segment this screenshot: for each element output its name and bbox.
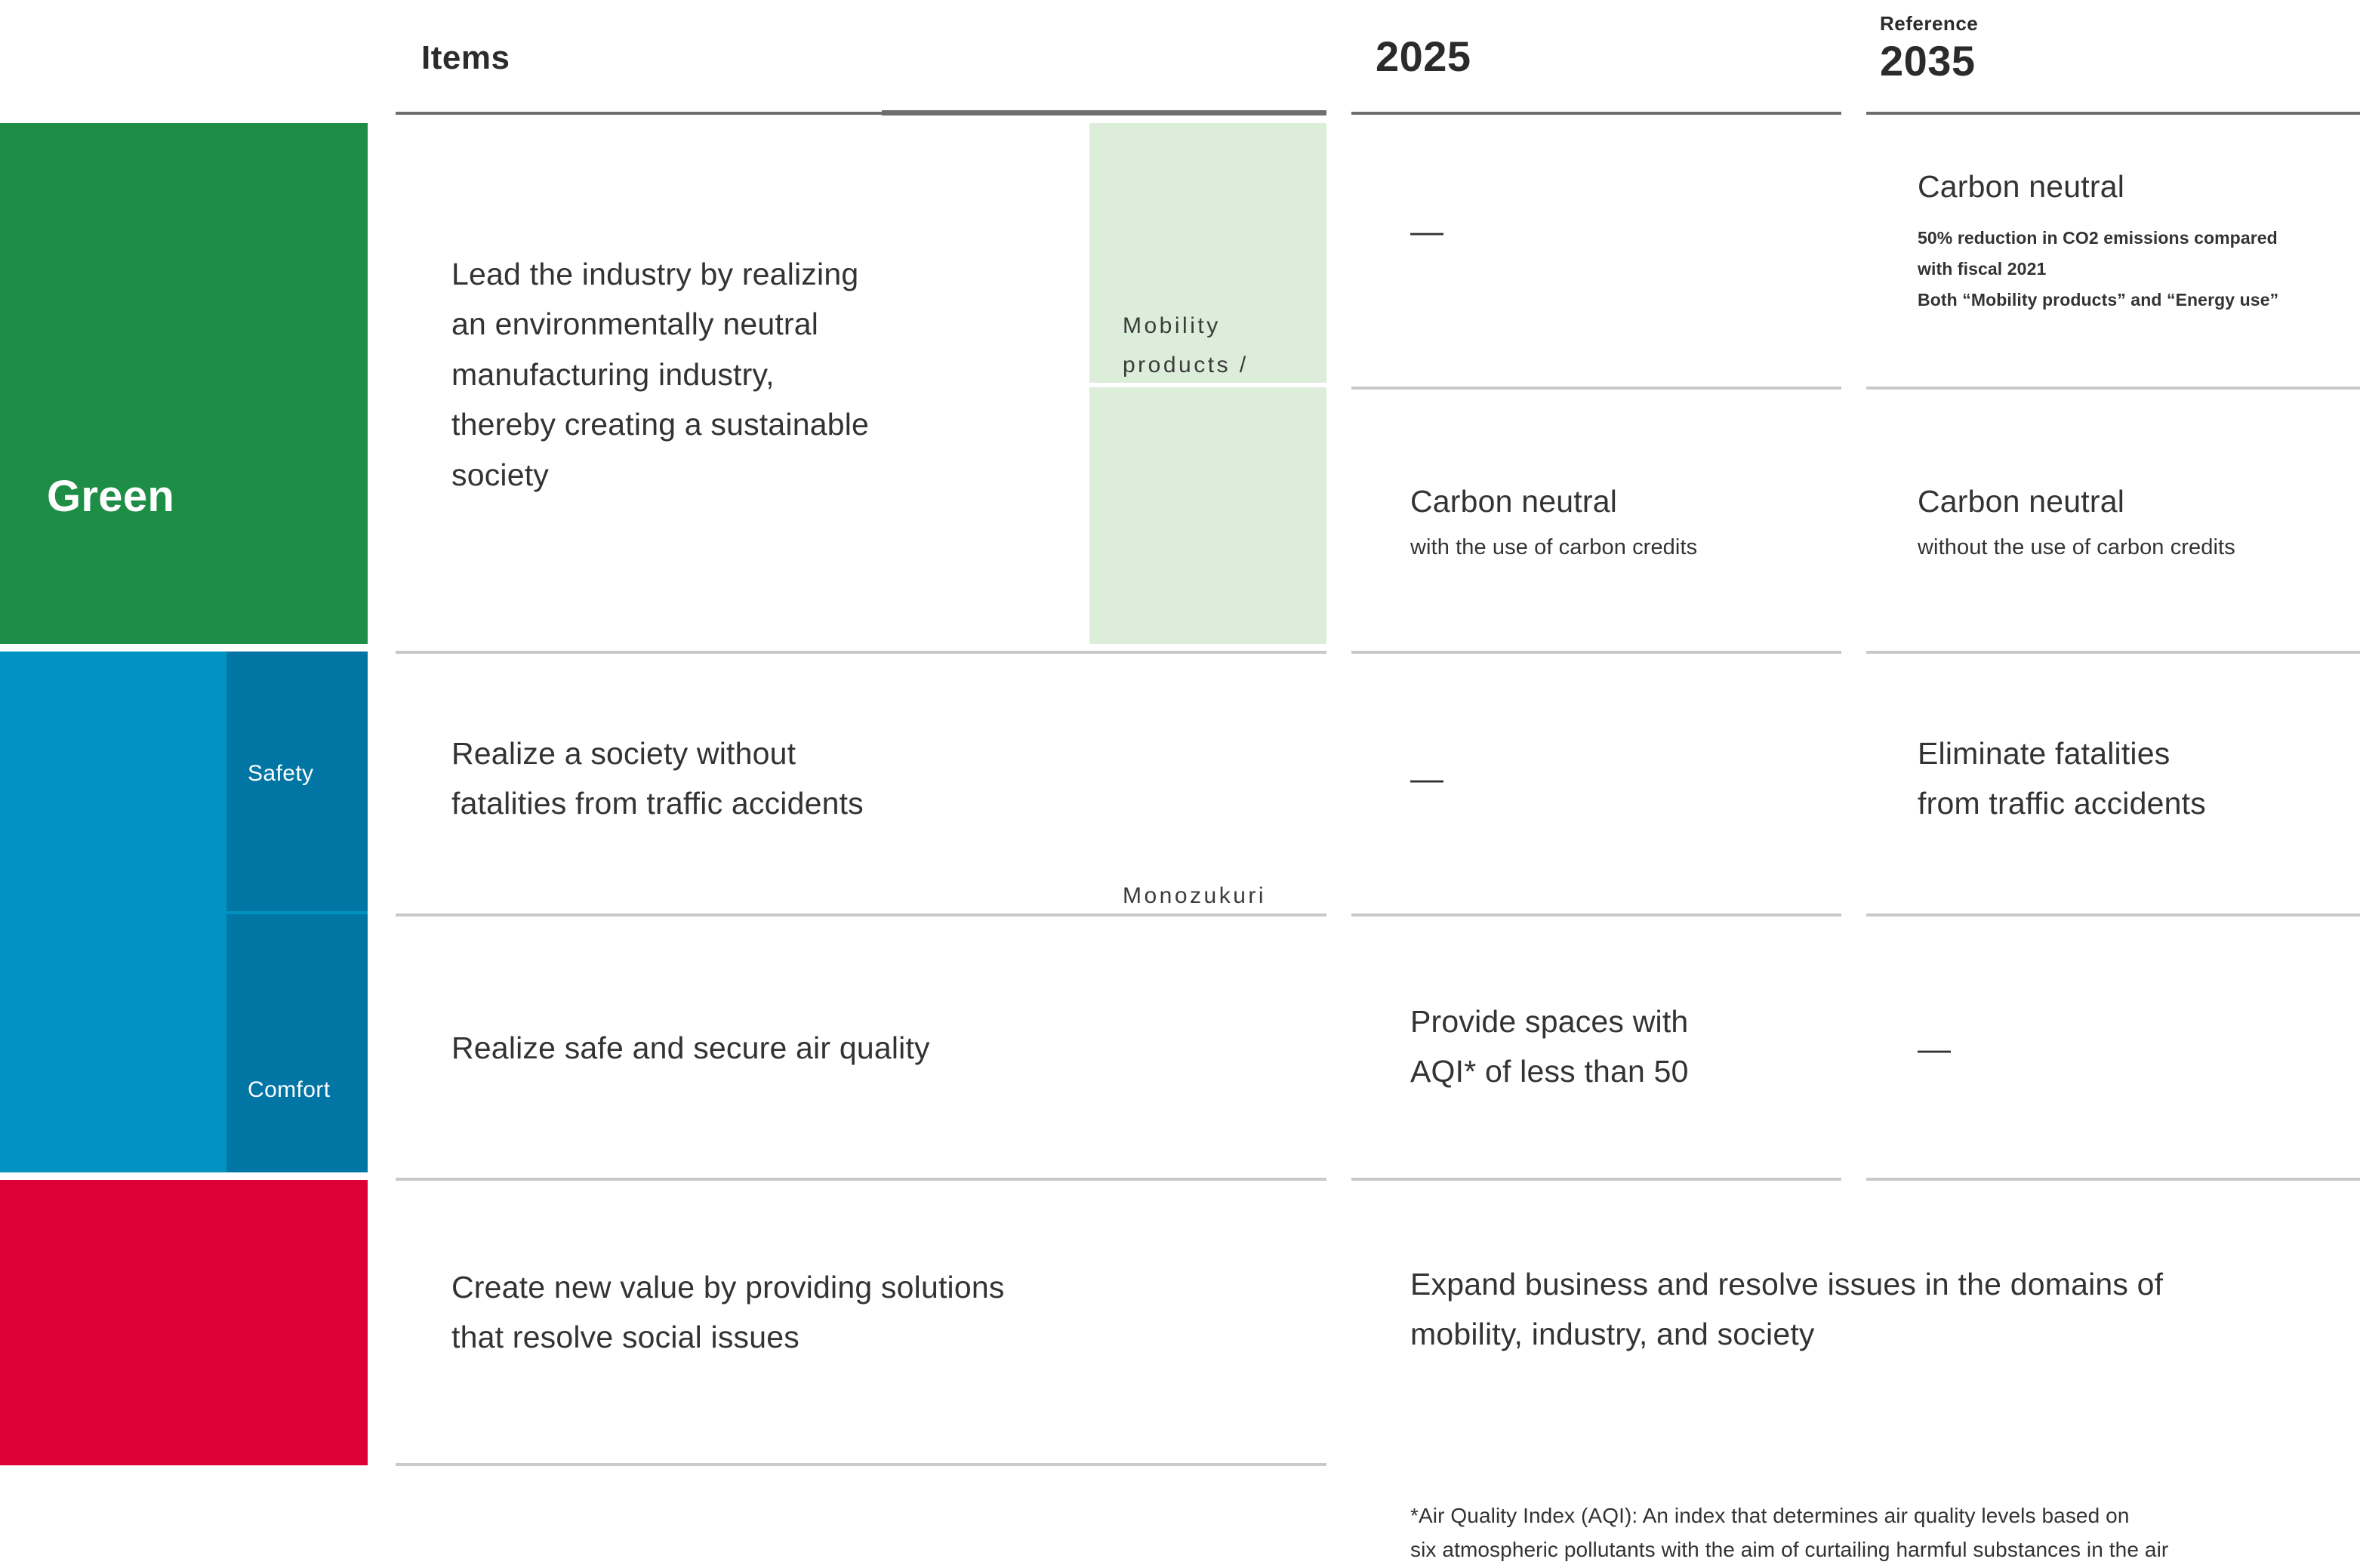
note-line-2: with fiscal 2021 xyxy=(1918,259,2047,279)
subcategory-block-comfort: Comfort xyxy=(226,914,368,1172)
note-line-3: Both “Mobility products” and “Energy use… xyxy=(1918,290,2279,310)
category-label-green: Green xyxy=(47,472,175,521)
row-divider-after-green-items xyxy=(396,651,1326,654)
item-chip-monozukuri: Monozukuri xyxy=(1089,387,1326,908)
value-2025-green-monozukuri-sub: with the use of carbon credits xyxy=(1410,535,1698,560)
value-2025-safety: — xyxy=(1410,760,1443,797)
header-rule-items xyxy=(396,112,924,115)
row-divider-safety-comfort-2025 xyxy=(1351,913,1841,916)
row-divider-after-pom-2025 xyxy=(1351,1178,1841,1181)
value-2035-green-mobility-notes: 50% reduction in CO2 emissions compared … xyxy=(1918,223,2340,316)
value-2025-green-monozukuri-main: Carbon neutral xyxy=(1410,484,1618,519)
value-2025-green-mobility: — xyxy=(1410,213,1443,250)
column-header-2025: 2025 xyxy=(1376,32,1471,80)
description-green: Lead the industry by realizing an enviro… xyxy=(451,257,870,492)
subcategory-block-safety: Safety xyxy=(226,652,368,911)
row-divider-after-green-2025 xyxy=(1351,651,1841,654)
row-divider-after-pom-2035 xyxy=(1866,1178,2360,1181)
category-block-green: Green xyxy=(0,123,368,644)
footnote-aqi: *Air Quality Index (AQI): An index that … xyxy=(1410,1504,2169,1562)
row-divider-green-inner xyxy=(0,387,2360,390)
value-2035-comfort: — xyxy=(1918,1030,1951,1067)
row-divider-green-inner-2035 xyxy=(1866,387,2360,390)
category-block-peace-of-mind: PeaceofMind Safety Comfort xyxy=(0,652,368,1564)
row-divider-after-pom-items xyxy=(396,1178,1326,1181)
column-header-items: Items xyxy=(421,39,510,76)
subcategory-label-safety: Safety xyxy=(248,761,314,786)
header-rule-items-bold xyxy=(882,110,1326,116)
category-block-new-business: NewBusiness xyxy=(0,1180,368,1465)
value-2035-green-monozukuri-main: Carbon neutral xyxy=(1918,484,2125,519)
row-divider-safety-comfort-2035 xyxy=(1866,913,2360,916)
value-2025-green-monozukuri: Carbon neutral with the use of carbon cr… xyxy=(1410,479,1833,563)
description-comfort: Realize safe and secure air quality xyxy=(451,1030,930,1065)
column-header-2035: 2035 xyxy=(1880,37,1976,85)
row-divider-bottom xyxy=(0,1463,2360,1466)
row-divider-safety-comfort-items xyxy=(396,913,1326,916)
value-2035-green-mobility: Carbon neutral 50% reduction in CO2 emis… xyxy=(1918,165,2340,316)
row-divider-bottom-items xyxy=(396,1463,1326,1466)
header-rule-2025 xyxy=(1351,112,1841,115)
item-chip-label-monozukuri: Monozukuri xyxy=(1123,883,1267,908)
row-divider-after-green-2035 xyxy=(1866,651,2360,654)
row-divider-after-green xyxy=(0,651,2360,654)
value-2035-green-monozukuri-sub: without the use of carbon credits xyxy=(1918,535,2235,560)
value-2025-new-business: Expand business and resolve issues in th… xyxy=(1410,1267,2164,1352)
row-divider-safety-comfort xyxy=(0,913,2360,916)
value-2035-green-mobility-main: Carbon neutral xyxy=(1918,169,2125,204)
value-2035-green-monozukuri: Carbon neutral without the use of carbon… xyxy=(1918,479,2360,563)
note-line-1: 50% reduction in CO2 emissions compared xyxy=(1918,228,2278,248)
subcategory-label-comfort: Comfort xyxy=(248,1077,331,1102)
header-rule-2035 xyxy=(1866,112,2360,115)
column-header-reference: Reference xyxy=(1880,12,1979,35)
row-divider-green-inner-2025 xyxy=(1351,387,1841,390)
row-divider-after-peace-of-mind xyxy=(0,1178,2360,1181)
